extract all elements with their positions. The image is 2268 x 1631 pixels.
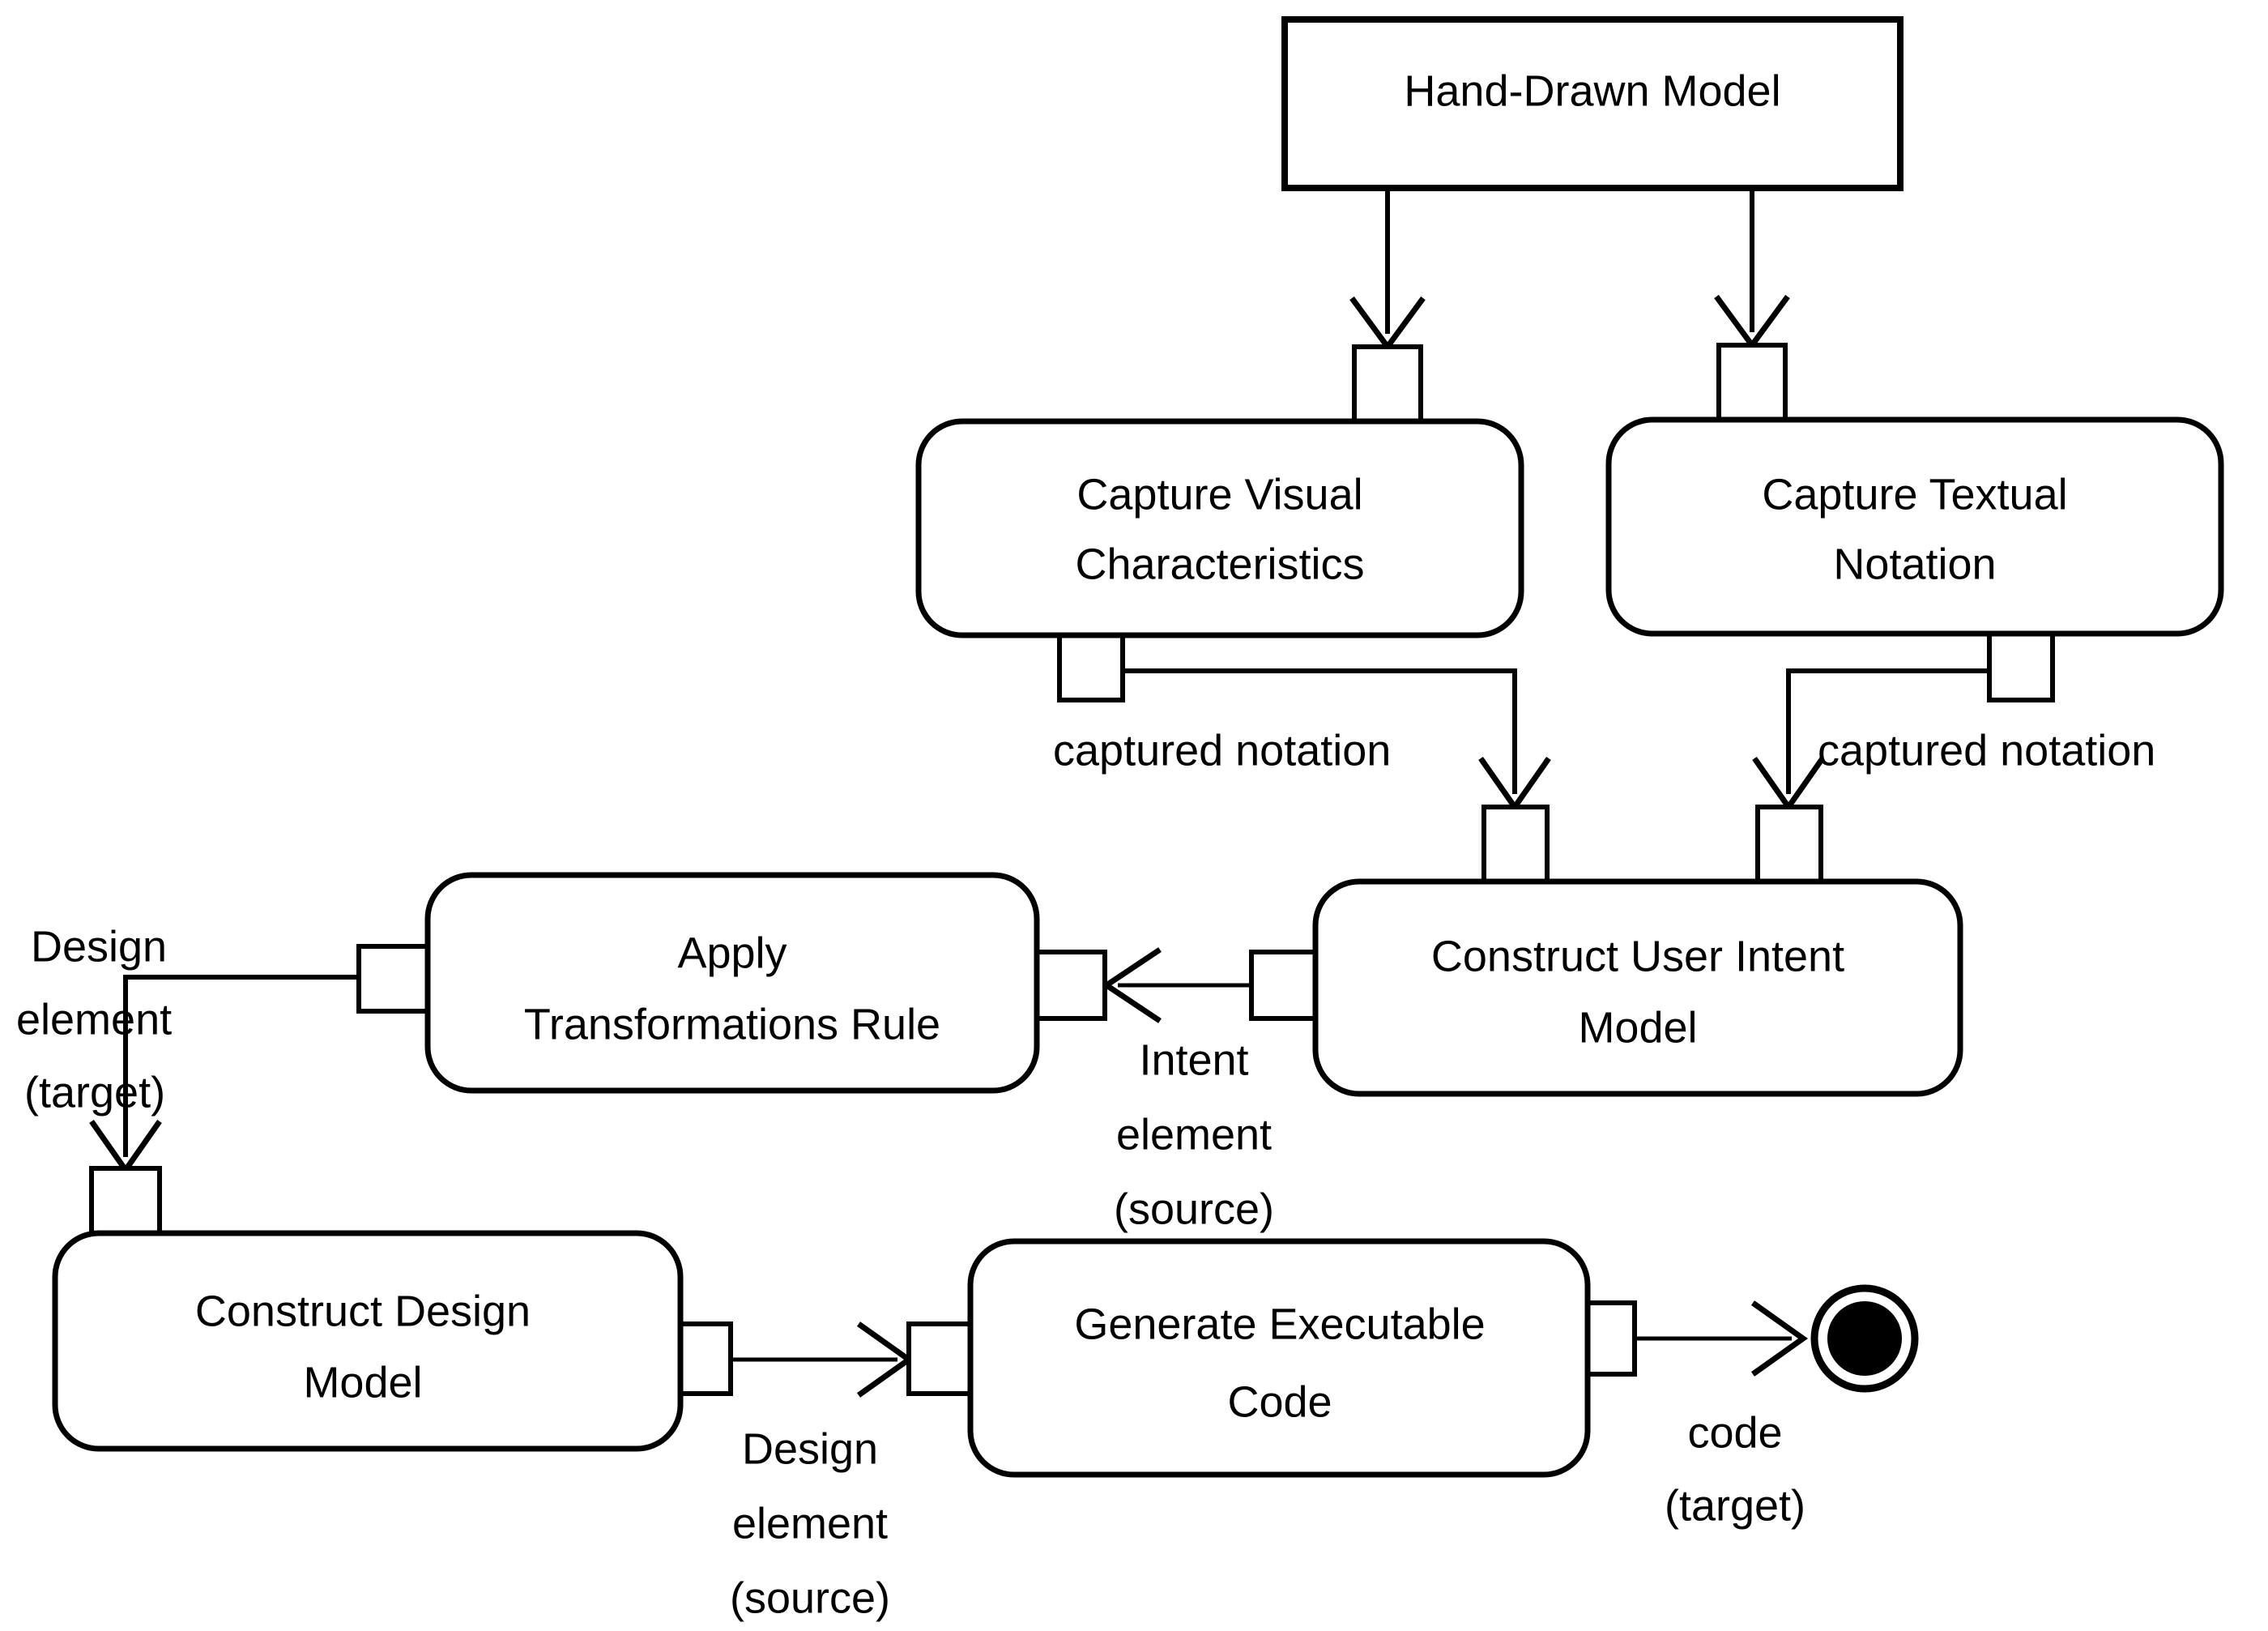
pin-capture-visual-in	[1352, 344, 1423, 424]
node-capture-textual-notation[interactable]: Capture Textual Notation	[1605, 416, 2224, 637]
edge-label-design-element-target-line2: element	[16, 995, 172, 1044]
node-hand-drawn-model[interactable]: Hand-Drawn Model	[1281, 16, 1904, 191]
node-hand-drawn-model-label: Hand-Drawn Model	[1404, 66, 1780, 115]
node-generate-executable-code[interactable]: Generate Executable Code	[967, 1238, 1591, 1478]
node-activity-final[interactable]	[1810, 1284, 1919, 1393]
edge-label-intent-element-source-line2: element	[1116, 1110, 1272, 1159]
node-apply-transformations-rule[interactable]: Apply Transformations Rule	[424, 872, 1040, 1094]
pin-construct-intent-in-left	[1481, 805, 1550, 884]
edge-label-design-element-source: Design element (source)	[730, 1424, 890, 1622]
node-capture-textual-label-line2: Notation	[1833, 540, 1996, 588]
edge-label-code-target-line2: (target)	[1665, 1481, 1805, 1530]
pin-apply-rules-in	[1033, 950, 1107, 1021]
edge-label-intent-element-source-line3: (source)	[1114, 1185, 1274, 1233]
edge-label-captured-notation-left: captured notation	[1053, 726, 1391, 775]
node-generate-code-label-line2: Code	[1227, 1377, 1332, 1426]
node-construct-user-intent-model[interactable]: Construct User Intent Model	[1312, 878, 1963, 1097]
node-construct-intent-label-line1: Construct User Intent	[1431, 932, 1844, 980]
pin-construct-intent-out	[1249, 950, 1324, 1021]
edge-label-code-target-line1: code	[1687, 1408, 1782, 1457]
pin-construct-design-in	[89, 1166, 162, 1240]
pin-capture-textual-out	[1987, 628, 2055, 702]
node-construct-intent-label-line2: Model	[1578, 1003, 1697, 1052]
node-apply-rules-label-line1: Apply	[677, 929, 787, 977]
edge-construct-design-to-generate-code	[729, 1321, 914, 1398]
edge-generate-code-to-final	[1635, 1300, 1809, 1377]
node-capture-visual-characteristics[interactable]: Capture Visual Characteristics	[915, 418, 1524, 638]
final-node-dot	[1827, 1301, 1902, 1376]
pin-capture-visual-out	[1057, 628, 1125, 702]
pin-capture-textual-in	[1716, 343, 1788, 422]
edge-label-design-element-target-line3: (target)	[24, 1068, 165, 1117]
pin-construct-intent-in-right	[1755, 805, 1823, 884]
edge-handdrawn-to-capture-textual	[1714, 188, 1790, 350]
edge-label-design-element-source-line2: element	[732, 1499, 888, 1548]
node-capture-visual-label-line2: Characteristics	[1075, 540, 1364, 588]
edge-label-intent-element-source-line1: Intent	[1139, 1035, 1248, 1084]
node-apply-rules-label-line2: Transformations Rule	[524, 1000, 940, 1048]
edge-label-captured-notation-right: captured notation	[1818, 726, 2155, 775]
node-construct-design-label-line1: Construct Design	[195, 1287, 531, 1335]
edge-label-design-element-source-line1: Design	[742, 1424, 878, 1473]
edge-label-design-element-target: Design element (target)	[16, 922, 172, 1117]
node-construct-design-model[interactable]: Construct Design Model	[52, 1230, 684, 1452]
edge-handdrawn-to-capture-visual	[1349, 188, 1426, 352]
node-generate-code-label-line1: Generate Executable	[1074, 1300, 1485, 1348]
node-construct-design-label-line2: Model	[303, 1358, 422, 1407]
node-capture-textual-label-line1: Capture Textual	[1762, 470, 2067, 519]
edge-construct-intent-to-apply-rules	[1101, 947, 1251, 1023]
edge-label-code-target: code (target)	[1665, 1408, 1805, 1530]
edge-label-design-element-source-line3: (source)	[730, 1573, 890, 1622]
node-capture-visual-label-line1: Capture Visual	[1076, 470, 1362, 519]
pin-apply-rules-out	[356, 944, 431, 1014]
edge-label-intent-element-source: Intent element (source)	[1114, 1035, 1274, 1233]
edge-label-design-element-target-line1: Design	[31, 922, 167, 971]
pin-generate-code-in	[906, 1321, 978, 1396]
